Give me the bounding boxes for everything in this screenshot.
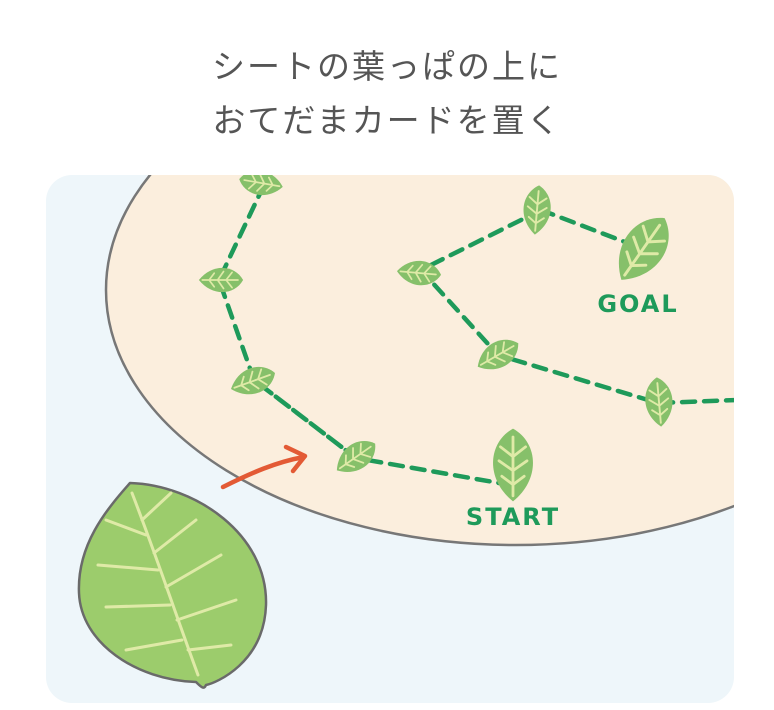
caption-line-2: おてだまカードを置く bbox=[212, 101, 562, 140]
red-arrow-icon bbox=[220, 444, 308, 490]
illustration-panel: GOAL START bbox=[46, 175, 734, 703]
goal-label: GOAL bbox=[597, 290, 678, 318]
caption-line-1: シートの葉っぱの上に bbox=[212, 47, 562, 86]
leaf-card-icon bbox=[77, 481, 268, 689]
instruction-caption: シートの葉っぱの上に おてだまカードを置く bbox=[0, 40, 774, 148]
board-illustration: GOAL START bbox=[77, 175, 734, 689]
start-label: START bbox=[466, 503, 560, 531]
game-sheet bbox=[104, 175, 734, 547]
